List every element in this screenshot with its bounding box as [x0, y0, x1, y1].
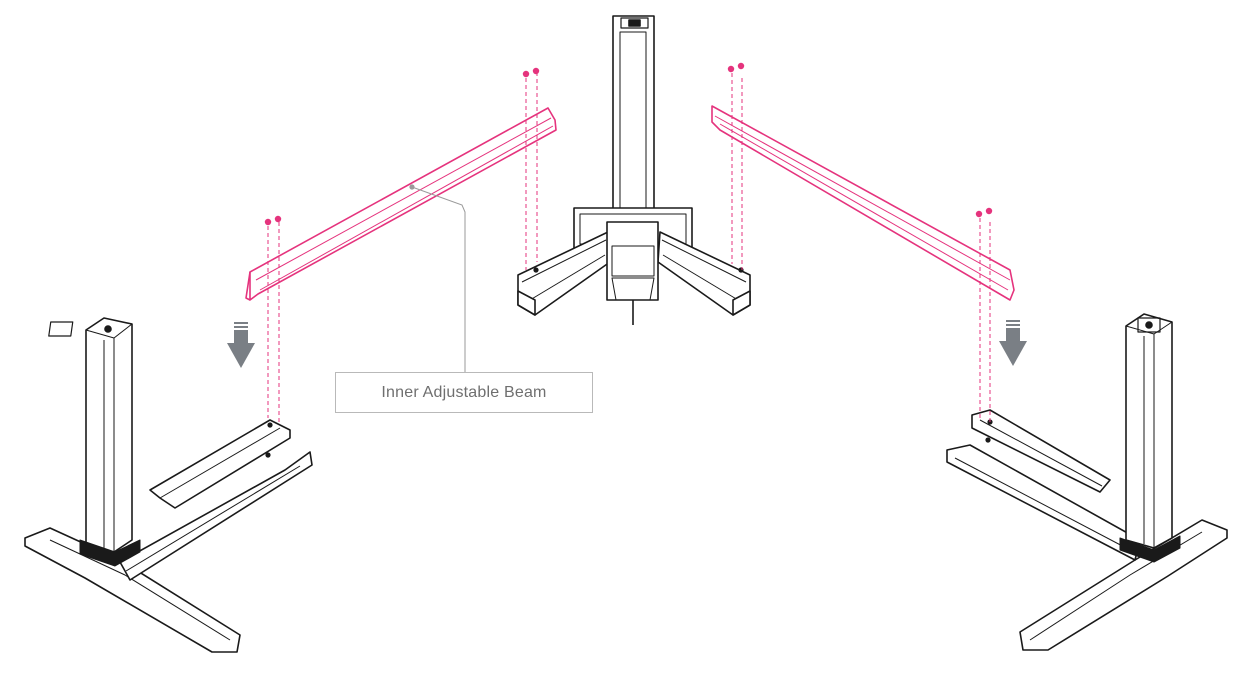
alignment-guides — [267, 72, 991, 424]
left-leg-frame — [24, 317, 313, 653]
down-arrow-icon — [999, 320, 1027, 366]
left-inner-beam — [245, 107, 557, 301]
inner-adjustable-beam-label: Inner Adjustable Beam — [335, 372, 593, 413]
right-inner-beam — [711, 105, 1015, 301]
down-arrow-icon — [227, 322, 255, 368]
callout-leader-line — [409, 184, 466, 372]
center-crossbar-assembly — [517, 15, 751, 325]
right-leg-frame — [946, 313, 1228, 651]
